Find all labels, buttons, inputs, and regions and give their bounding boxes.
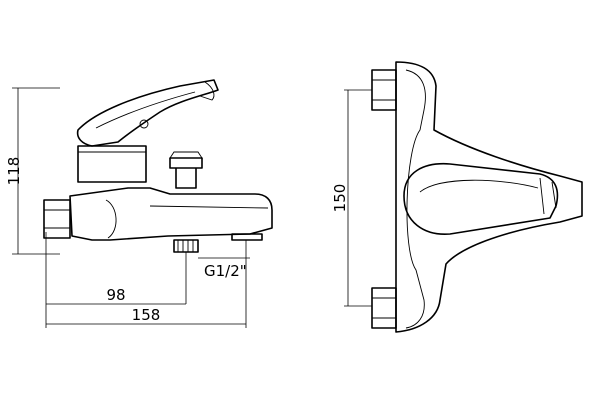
- dim-thread-label: G1/2": [204, 262, 247, 280]
- connector-nut: [43, 199, 71, 239]
- spout-body: [69, 187, 273, 241]
- top-nut: [371, 69, 397, 111]
- cartridge-body: [77, 145, 147, 183]
- lever-handle: [76, 79, 219, 147]
- side-view: [43, 79, 273, 253]
- front-view: [371, 61, 583, 333]
- front-dimensions: 150: [331, 89, 372, 307]
- front-lever: [403, 162, 559, 235]
- dim-150-label: 150: [331, 184, 349, 213]
- side-dimensions: 118 G1/2" 98 158: [5, 87, 250, 328]
- bottom-nut: [371, 287, 397, 329]
- dim-118-label: 118: [5, 157, 23, 186]
- front-body: [395, 61, 583, 333]
- dim-98-label: 98: [106, 286, 125, 304]
- dim-158-label: 158: [132, 306, 161, 324]
- outlet-thread: [173, 239, 199, 253]
- diverter-knob: [169, 157, 203, 189]
